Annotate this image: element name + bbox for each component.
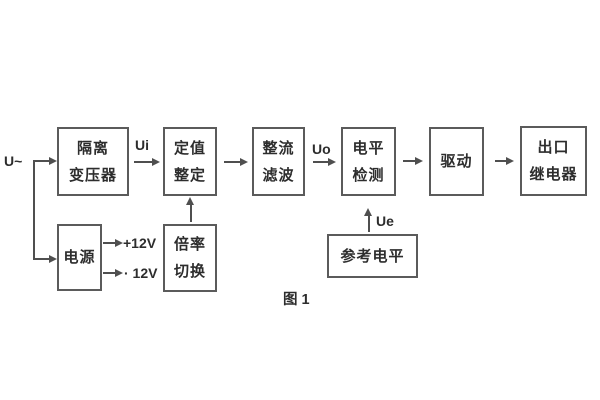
connector-reference-to-level [368, 216, 370, 232]
input-source-label: U~ [4, 153, 23, 169]
block-label: 整定 [173, 166, 206, 184]
block-label: 倍率 [173, 236, 206, 253]
arrowhead-right-icon [240, 158, 248, 166]
block-power-supply: 电源 [57, 224, 102, 291]
block-label: 变压器 [68, 166, 117, 184]
signal-ui-label: Ui [135, 137, 149, 153]
connector-input-branch [33, 160, 35, 260]
block-label: 定值 [173, 139, 206, 157]
connector-level-to-drive [403, 160, 416, 162]
arrowhead-right-icon [49, 255, 57, 263]
block-label: 隔离 [76, 139, 109, 157]
connector-setting-to-rectifier [224, 161, 241, 163]
block-label: 滤波 [262, 166, 295, 184]
arrowhead-up-icon [364, 208, 372, 216]
block-reference-level: 参考电平 [327, 234, 418, 278]
block-level-detection: 电平 检测 [341, 127, 396, 196]
block-outlet-relay: 出口 继电器 [520, 126, 587, 196]
block-label: 参考电平 [340, 247, 405, 265]
block-label: 驱动 [440, 153, 473, 170]
signal-minus12v-label: · 12V [124, 265, 158, 281]
arrowhead-right-icon [49, 157, 57, 165]
block-value-setting: 定值 整定 [163, 127, 217, 196]
connector-input-to-power [33, 258, 50, 260]
block-label: 整流 [262, 139, 295, 157]
block-label: 出口 [537, 139, 570, 156]
arrowhead-right-icon [152, 158, 160, 166]
block-label: 检测 [352, 166, 385, 184]
block-label: 继电器 [529, 166, 578, 183]
block-rectify-filter: 整流 滤波 [252, 127, 305, 196]
arrowhead-right-icon [328, 158, 336, 166]
connector-power-minus12 [103, 272, 116, 274]
connector-ratio-to-setting [190, 205, 192, 222]
arrowhead-right-icon [115, 239, 123, 247]
block-label: 电平 [352, 139, 385, 157]
connector-input-to-transformer [33, 160, 50, 162]
connector-transformer-to-setting [134, 161, 153, 163]
signal-uo-label: Uo [312, 141, 331, 157]
figure-caption: 图 1 [283, 292, 310, 308]
signal-plus12v-label: +12V [123, 235, 157, 251]
connector-power-plus12 [103, 242, 116, 244]
block-drive: 驱动 [429, 127, 484, 196]
connector-drive-to-relay [495, 160, 507, 162]
block-ratio-switch: 倍率 切换 [163, 224, 217, 292]
arrowhead-right-icon [506, 157, 514, 165]
block-isolation-transformer: 隔离 变压器 [57, 127, 129, 196]
block-label: 电源 [63, 249, 96, 266]
arrowhead-up-icon [186, 197, 194, 205]
arrowhead-right-icon [115, 269, 123, 277]
connector-rectifier-to-level [313, 161, 329, 163]
block-label: 切换 [173, 263, 206, 280]
signal-ue-label: Ue [376, 213, 394, 229]
arrowhead-right-icon [415, 157, 423, 165]
